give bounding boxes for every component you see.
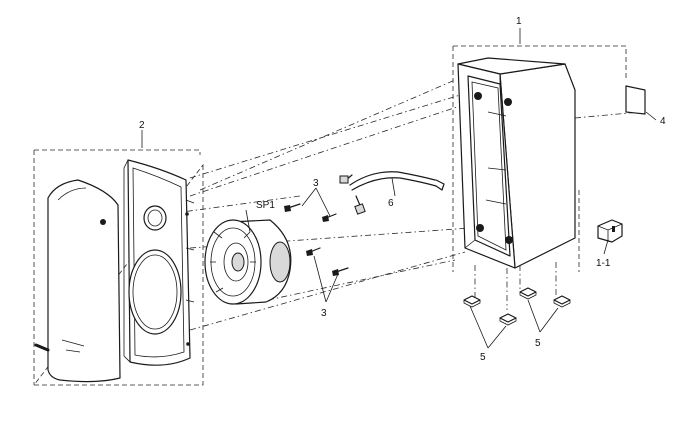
front-grille — [34, 179, 121, 383]
screws-upper — [284, 203, 337, 222]
cabinet — [457, 57, 576, 269]
screws-lower — [306, 247, 349, 276]
leader-lines — [141, 28, 657, 349]
label-cabinet: 1 — [516, 16, 522, 27]
callout-labels: 1 2 SP1 3 3 6 4 1-1 5 5 — [139, 16, 666, 363]
front-baffle — [123, 159, 195, 366]
label-foot-left: 5 — [480, 352, 486, 363]
group-box-cabinet — [452, 45, 627, 272]
feet — [463, 287, 571, 326]
label-plate: 4 — [660, 116, 666, 127]
woofer-speaker — [204, 219, 292, 305]
label-foot-right: 5 — [535, 338, 541, 349]
label-terminal: 1-1 — [596, 258, 611, 269]
label-screw-bottom: 3 — [321, 308, 327, 319]
terminal — [597, 219, 623, 243]
label-screw-top: 3 — [313, 178, 319, 189]
label-speaker: SP1 — [256, 200, 275, 211]
projection-lines — [159, 79, 641, 331]
label-front-panel: 2 — [139, 120, 145, 131]
group-box-front-panel — [33, 149, 204, 386]
label-wire: 6 — [388, 198, 394, 209]
back-plate — [625, 85, 646, 115]
wire-harness — [339, 171, 445, 215]
